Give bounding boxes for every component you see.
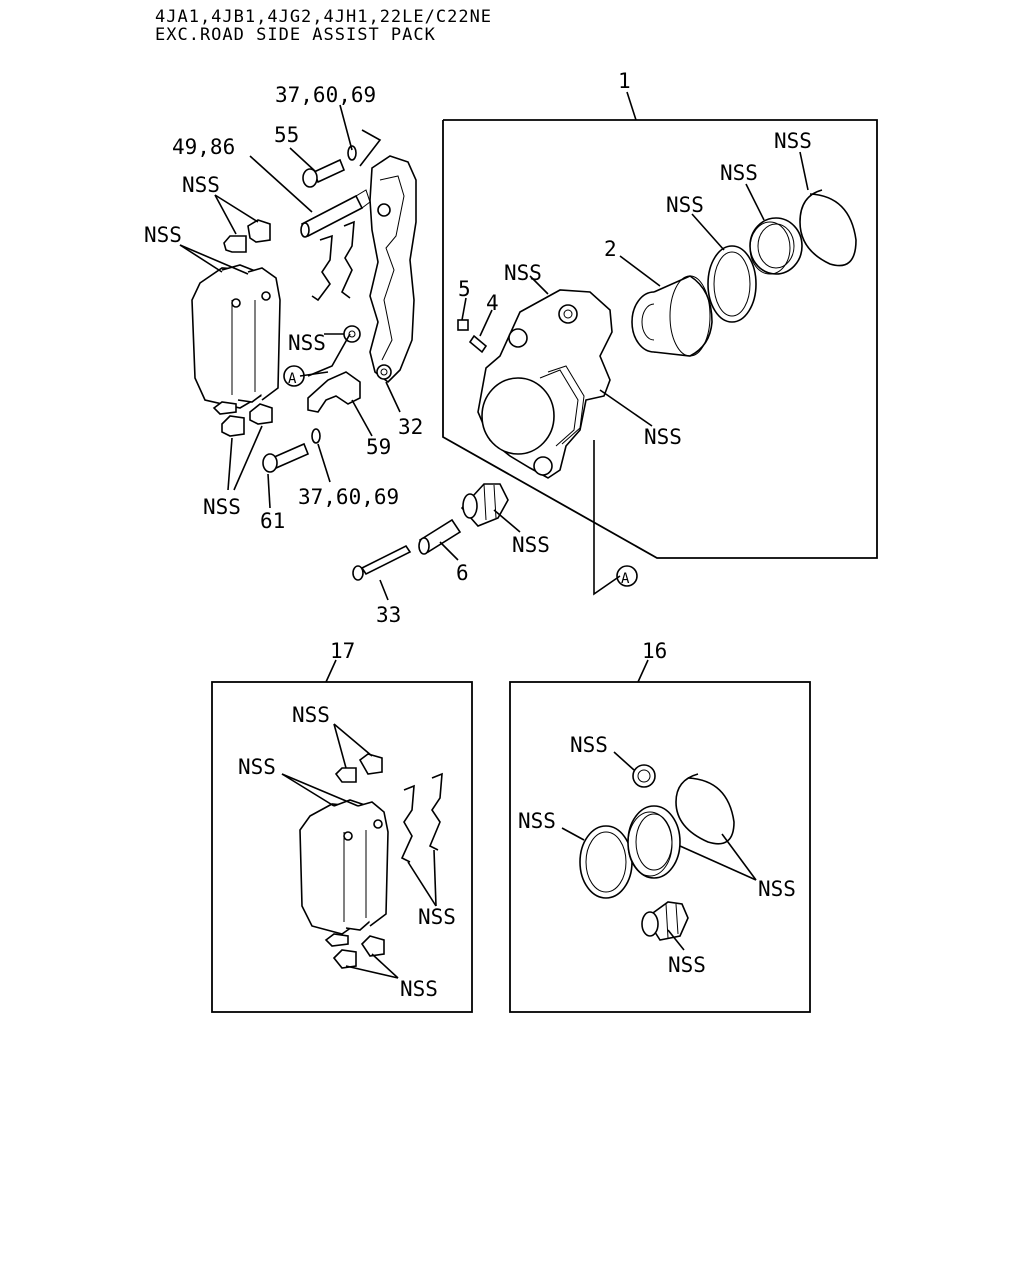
callout-17: 17 — [330, 639, 355, 663]
callout-nss-pads: NSS — [144, 223, 182, 247]
callout-33: 33 — [376, 603, 401, 627]
kit17-callout-nss-pads: NSS — [238, 755, 276, 779]
piston-seal — [707, 245, 757, 323]
kit17-callout-nss-springs: NSS — [418, 905, 456, 929]
sleeve-6 — [418, 518, 462, 555]
kit17-callout-nss-clips-bottom: NSS — [400, 977, 438, 1001]
bracket-59 — [307, 371, 361, 413]
bleeder-screw — [468, 334, 488, 354]
dust-seal — [749, 217, 803, 275]
shim-clips-upper — [223, 219, 271, 253]
callout-32: 32 — [398, 415, 423, 439]
bleeder-cap — [457, 319, 469, 331]
callout-nss-dustseal: NSS — [720, 161, 758, 185]
callout-49-86: 49,86 — [172, 135, 235, 159]
callout-6: 6 — [456, 561, 469, 585]
callout-55: 55 — [274, 123, 299, 147]
callout-37-60-69-bottom: 37,60,69 — [298, 485, 399, 509]
callout-1: 1 — [618, 69, 631, 93]
callout-59: 59 — [366, 435, 391, 459]
callout-nss-clips-bottom: NSS — [203, 495, 241, 519]
kit16-callout-nss-seal: NSS — [518, 809, 556, 833]
brake-pad-set — [191, 264, 281, 409]
callout-16: 16 — [642, 639, 667, 663]
bolt-33 — [352, 544, 412, 581]
callout-37-60-69-top: 37,60,69 — [275, 83, 376, 107]
pad-springs — [311, 220, 355, 302]
washer-bottom — [311, 428, 321, 444]
header-line-2: EXC.ROAD SIDE ASSIST PACK — [155, 25, 436, 45]
bolt-55 — [302, 158, 346, 188]
callout-nss-ring: NSS — [774, 129, 812, 153]
caliper-body — [477, 289, 613, 479]
svg-text:A: A — [288, 371, 297, 387]
kit16-callout-nss-rings: NSS — [758, 877, 796, 901]
guide-pin — [300, 189, 371, 238]
washer-top — [347, 145, 357, 161]
pin-boot — [460, 483, 509, 527]
marker-a-right: A — [616, 565, 638, 587]
callout-5: 5 — [458, 277, 471, 301]
callout-nss-seal: NSS — [666, 193, 704, 217]
callout-nss-caliper: NSS — [504, 261, 542, 285]
piston — [631, 275, 713, 357]
leader-lines — [179, 104, 809, 601]
kit16-callout-nss-boot: NSS — [668, 953, 706, 977]
kit16-callout-nss-cap: NSS — [570, 733, 608, 757]
kit17-callout-nss-clips-top: NSS — [292, 703, 330, 727]
caliper-bracket — [343, 155, 417, 384]
callout-nss-body: NSS — [644, 425, 682, 449]
header-line-1: 4JA1,4JB1,4JG2,4JH1,22LE/C22NE — [155, 7, 492, 27]
callout-nss-clips-top: NSS — [182, 173, 220, 197]
callout-61: 61 — [260, 509, 285, 533]
callout-2: 2 — [604, 237, 617, 261]
caliper-assembly-box — [442, 91, 878, 559]
kit-16-box: 16 NSS NSS NSS NSS — [509, 639, 811, 1013]
callout-4: 4 — [486, 291, 499, 315]
callout-nss-bracket: NSS — [288, 331, 326, 355]
retaining-ring — [799, 189, 857, 267]
shim-clips-lower — [212, 401, 273, 437]
callout-nss-boot: NSS — [512, 533, 550, 557]
bolt-61 — [262, 442, 310, 473]
svg-text:A: A — [621, 571, 630, 587]
marker-a-left: A — [283, 365, 305, 387]
kit-17-box: 17 NSS NSS NSS NSS — [211, 639, 473, 1013]
